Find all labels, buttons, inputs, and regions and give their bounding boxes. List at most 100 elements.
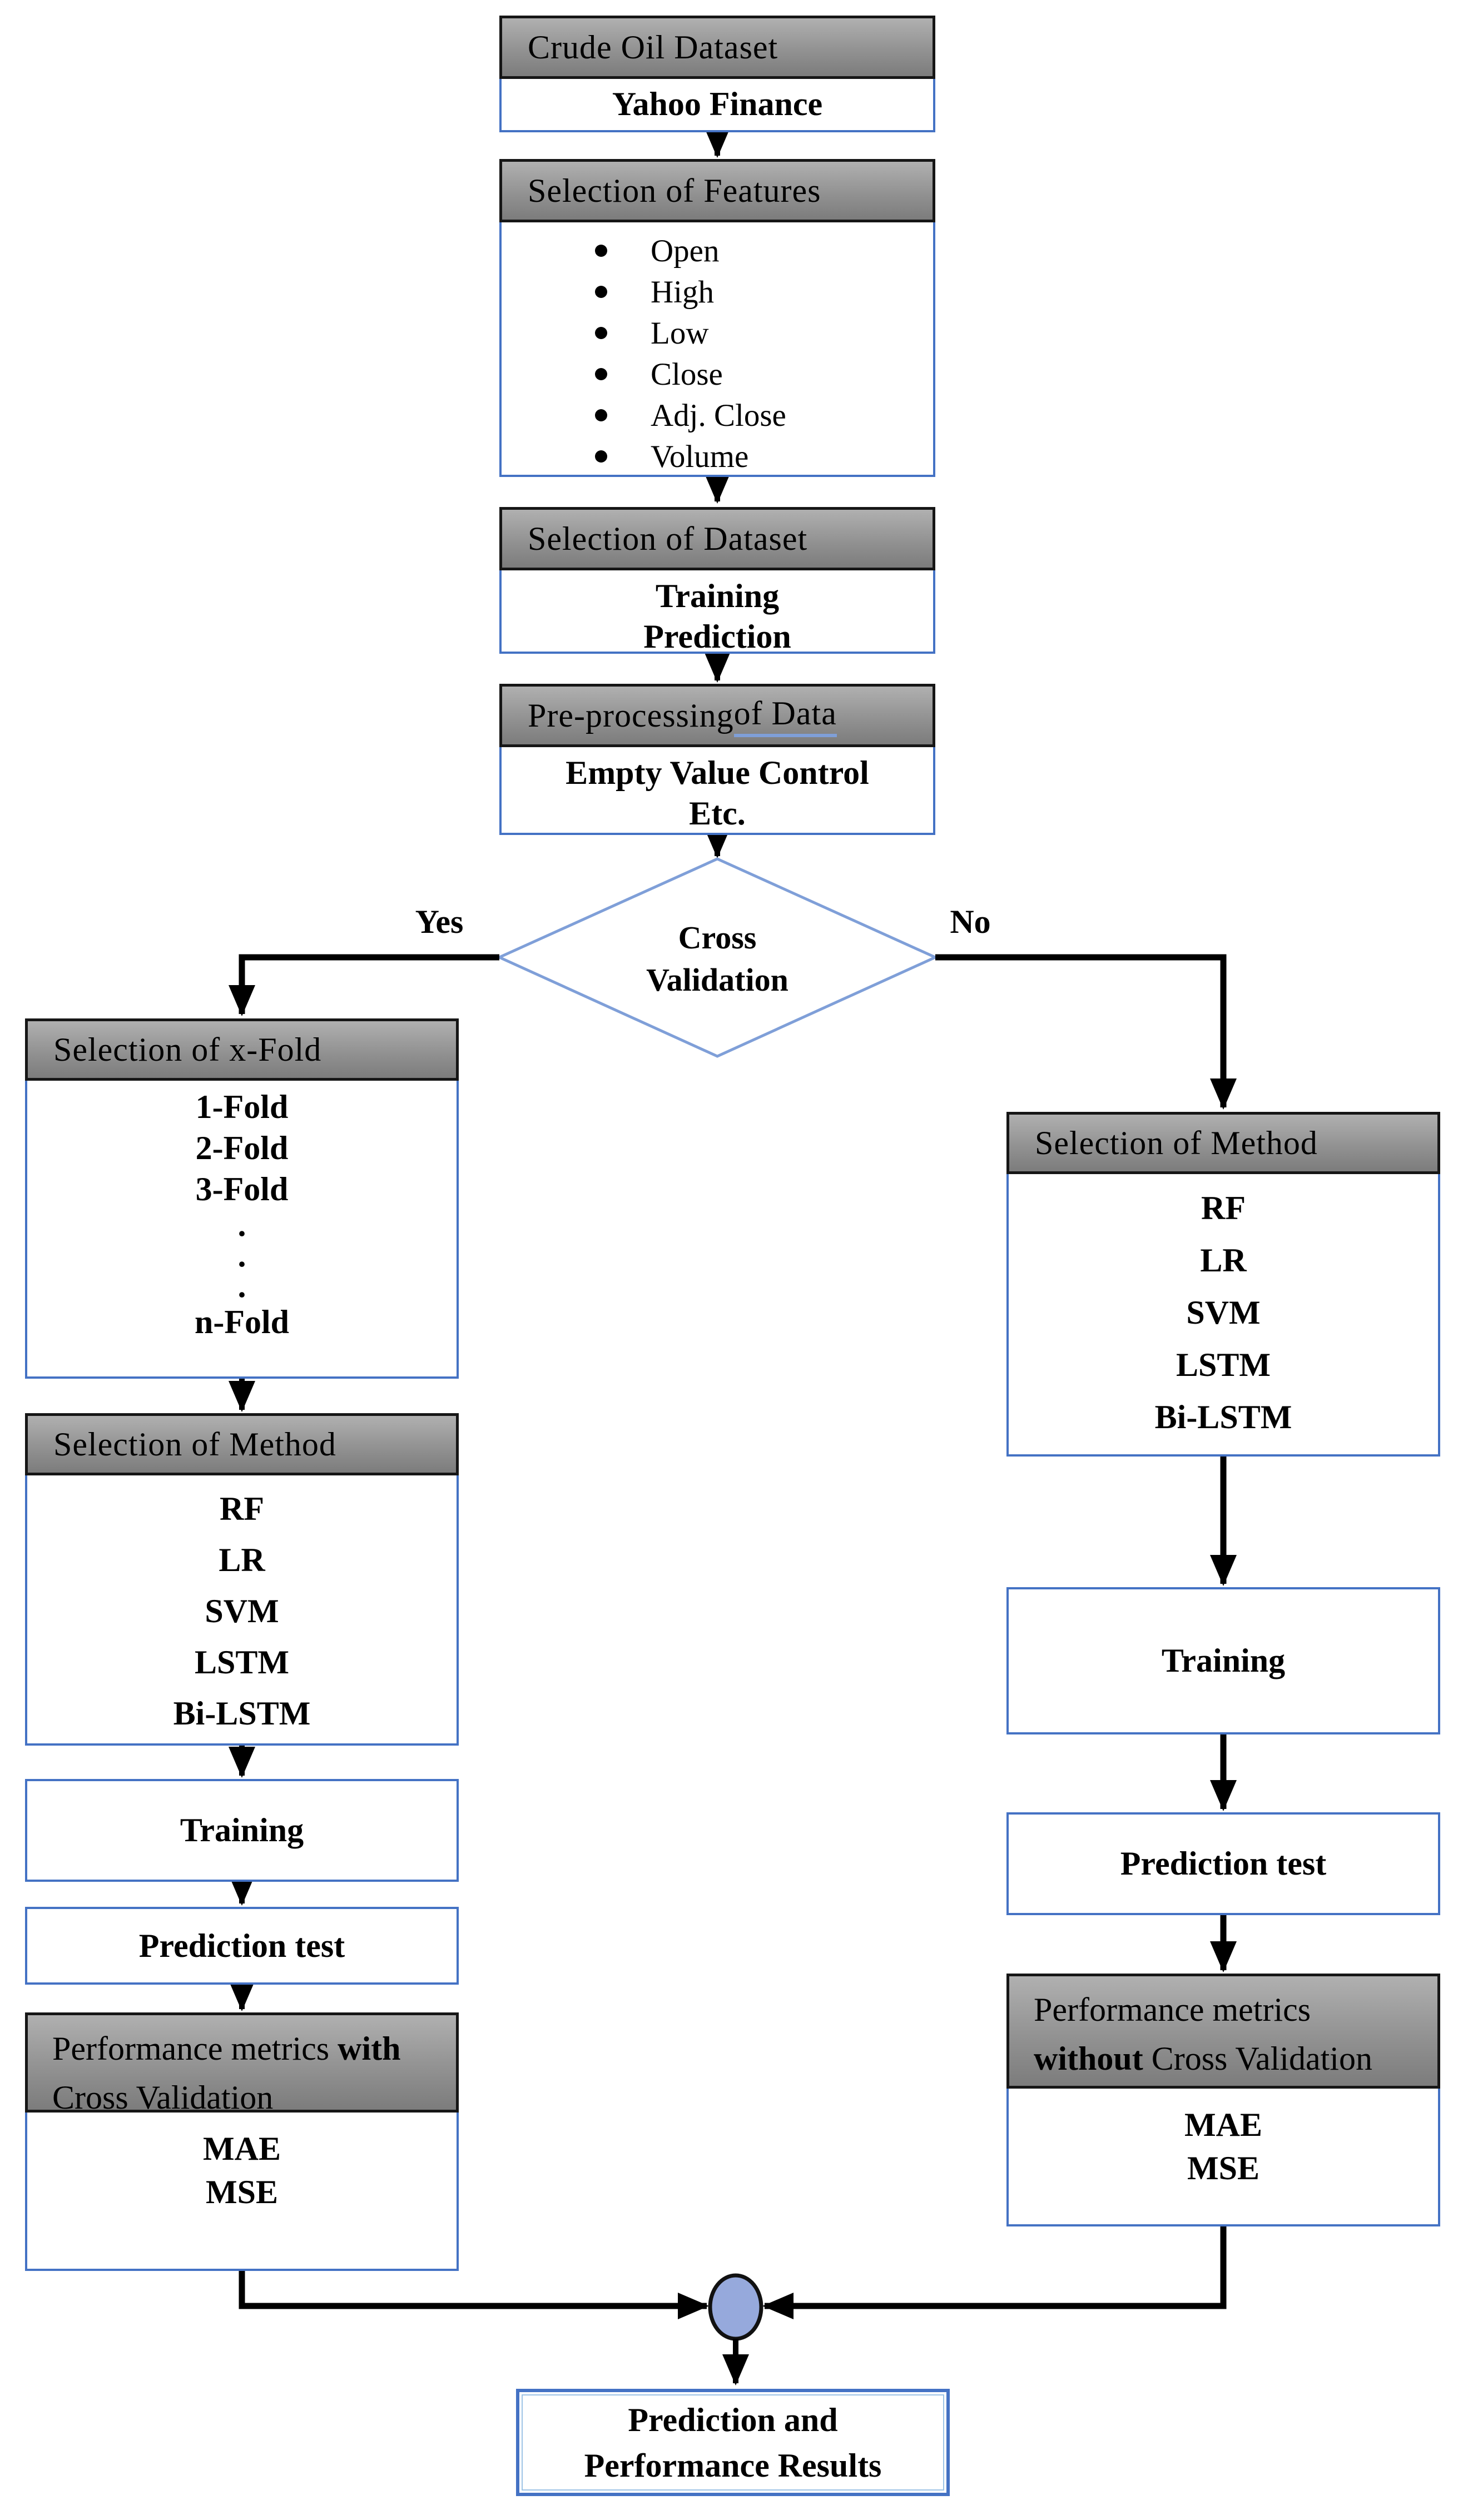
selection-of-method-right-title: Selection of Method [1035, 1124, 1318, 1161]
selection-of-method-right-body: RF LR SVM LSTM Bi-LSTM [1006, 1174, 1440, 1457]
method-option: LSTM [194, 1644, 290, 1681]
fold-ellipsis-dot: . [237, 1237, 246, 1274]
prediction-performance-results-box: Prediction and Performance Results [516, 2389, 950, 2496]
performance-with-cv-body: MAE MSE [25, 2113, 459, 2271]
prediction-test-left-label: Prediction test [138, 1927, 345, 1964]
perf-right-bold-word: without [1034, 2040, 1143, 2077]
yahoo-finance-label: Yahoo Finance [612, 86, 823, 122]
method-option: LR [1200, 1242, 1247, 1279]
preprocessing-title-prefix: Pre-processing [528, 697, 734, 734]
selection-of-method-left-title: Selection of Method [53, 1425, 336, 1463]
metric-mse: MSE [1187, 2150, 1260, 2186]
fold-option: 3-Fold [195, 1171, 289, 1207]
bullet-icon [595, 245, 607, 257]
merge-wire-right [762, 2226, 1227, 2319]
perf-left-suffix: Cross Validation [52, 2079, 274, 2116]
fold-option: 1-Fold [195, 1088, 289, 1125]
method-option: Bi-LSTM [173, 1695, 311, 1732]
feature-label: Adj. Close [651, 397, 786, 433]
method-option: RF [1201, 1190, 1246, 1226]
selection-of-xfold-title: Selection of x-Fold [53, 1031, 322, 1068]
performance-without-cv-header: Performance metrics without Cross Valida… [1006, 1974, 1440, 2089]
metric-mse: MSE [205, 2174, 279, 2210]
prediction-test-right-label: Prediction test [1120, 1845, 1327, 1882]
result-line2: Performance Results [584, 2447, 882, 2484]
prediction-test-box-right: Prediction test [1006, 1812, 1440, 1915]
result-line1: Prediction and [628, 2401, 838, 2438]
bullet-icon [595, 327, 607, 339]
selection-of-dataset-header: Selection of Dataset [499, 507, 935, 570]
feature-item: Adj. Close [595, 395, 933, 436]
feature-label: High [651, 274, 714, 310]
method-option: RF [220, 1490, 264, 1527]
fold-option: n-Fold [194, 1304, 290, 1340]
method-option: LR [219, 1542, 265, 1578]
yes-text: Yes [415, 903, 464, 940]
bullet-icon [595, 450, 607, 463]
crude-oil-dataset-body: Yahoo Finance [499, 79, 935, 132]
no-text: No [950, 903, 991, 940]
method-option: SVM [205, 1593, 279, 1629]
selection-of-xfold-header: Selection of x-Fold [25, 1018, 459, 1081]
decision-label: Cross Validation [578, 906, 856, 1012]
metric-mae: MAE [203, 2130, 281, 2167]
dataset-option-training: Training [655, 578, 780, 614]
feature-label: Open [651, 233, 720, 269]
merge-connector-circle [708, 2273, 763, 2341]
training-left-label: Training [180, 1812, 304, 1848]
preprocessing-title-underlined: of Data [733, 694, 837, 737]
selection-of-xfold-body: 1-Fold 2-Fold 3-Fold . . . n-Fold [25, 1081, 459, 1379]
feature-label: Low [651, 315, 709, 351]
feature-label: Close [651, 356, 723, 392]
branch-yes-wire [229, 954, 499, 1016]
training-right-label: Training [1161, 1642, 1286, 1679]
crude-oil-dataset-title: Crude Oil Dataset [528, 28, 778, 66]
method-option: LSTM [1176, 1346, 1271, 1383]
selection-of-dataset-title: Selection of Dataset [528, 520, 808, 557]
decision-line1: Cross [678, 919, 757, 956]
preproc-line-etc: Etc. [689, 795, 746, 832]
feature-item: Volume [595, 436, 933, 477]
metric-mae: MAE [1184, 2106, 1262, 2143]
bullet-icon [595, 409, 607, 421]
performance-with-cv-header: Performance metrics with Cross Validatio… [25, 2012, 459, 2116]
feature-item: Low [595, 312, 933, 354]
selection-of-method-right-header: Selection of Method [1006, 1112, 1440, 1174]
perf-left-prefix: Performance metrics [52, 2030, 338, 2067]
training-box-right: Training [1006, 1587, 1440, 1734]
fold-option: 2-Fold [195, 1130, 289, 1166]
decision-line2: Validation [646, 962, 788, 998]
feature-item: Open [595, 230, 933, 271]
method-option: Bi-LSTM [1154, 1399, 1292, 1435]
preproc-line-empty-value: Empty Value Control [566, 754, 869, 791]
crude-oil-dataset-header: Crude Oil Dataset [499, 16, 935, 79]
selection-of-features-body: Open High Low Close Adj. Close Volume [499, 222, 935, 477]
bullet-icon [595, 286, 607, 298]
perf-right-prefix: Performance metrics [1034, 1991, 1311, 2028]
selection-of-features-title: Selection of Features [528, 172, 821, 209]
branch-no-wire [935, 954, 1237, 1110]
feature-item: High [595, 271, 933, 312]
selection-of-method-left-body: RF LR SVM LSTM Bi-LSTM [25, 1475, 459, 1746]
method-option: SVM [1186, 1294, 1261, 1331]
selection-of-dataset-body: Training Prediction [499, 570, 935, 655]
merge-wire-left [239, 2271, 709, 2319]
fold-ellipsis-dot: . [237, 1206, 246, 1243]
preprocessing-header: Pre-processing of Data [499, 684, 935, 747]
decision-diamond [495, 857, 939, 1058]
perf-right-suffix: Cross Validation [1143, 2040, 1372, 2077]
no-branch-label: No [920, 902, 1020, 942]
perf-left-bold-word: with [338, 2030, 401, 2067]
bullet-icon [595, 368, 607, 380]
fold-ellipsis-dot: . [237, 1268, 246, 1304]
training-box-left: Training [25, 1779, 459, 1882]
feature-label: Volume [651, 439, 749, 474]
feature-item: Close [595, 354, 933, 395]
dataset-option-prediction: Prediction [643, 618, 791, 655]
performance-without-cv-body: MAE MSE [1006, 2089, 1440, 2226]
selection-of-method-left-header: Selection of Method [25, 1413, 459, 1475]
prediction-test-box-left: Prediction test [25, 1907, 459, 1985]
selection-of-features-header: Selection of Features [499, 159, 935, 222]
